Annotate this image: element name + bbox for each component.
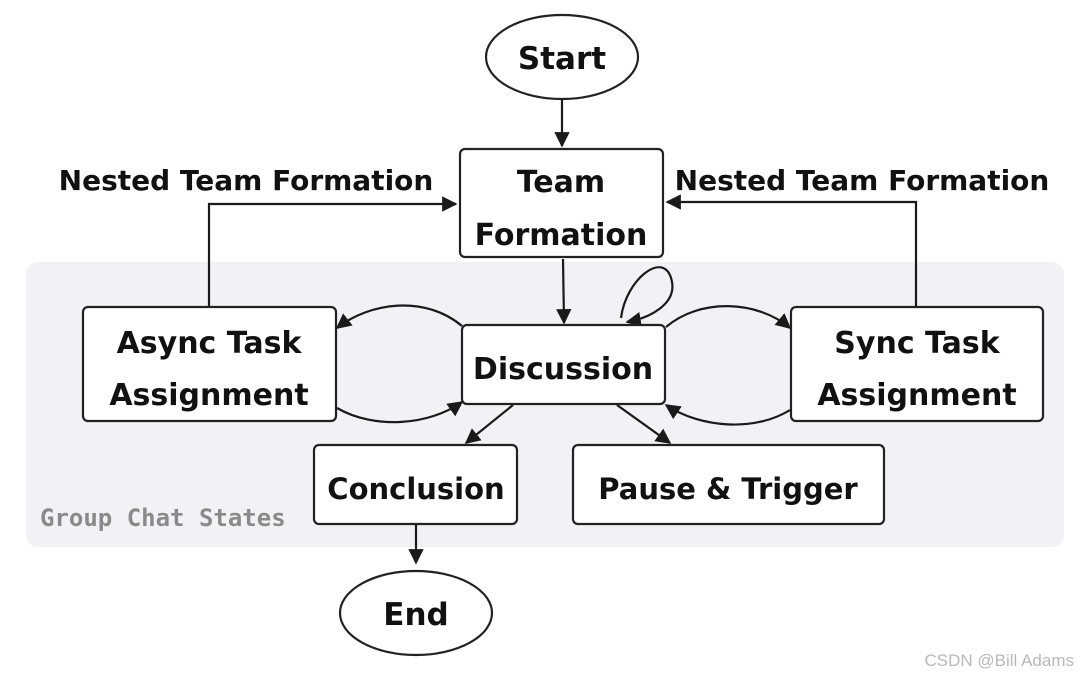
edge-discussion-to-async (335, 304, 463, 329)
group-chat-states-label: Group Chat States (40, 504, 286, 532)
end-label: End (383, 597, 448, 633)
sync-task-label-line2: Assignment (817, 378, 1016, 413)
nested-team-formation-left-label: Nested Team Formation (59, 164, 434, 197)
edge-discussion-to-sync (665, 305, 792, 329)
discussion-label: Discussion (473, 352, 653, 387)
edge-sync-nested-formation (665, 194, 918, 306)
team-formation-node: Team Formation (458, 147, 665, 259)
conclusion-node: Conclusion (312, 443, 519, 526)
team-formation-label-line2: Formation (475, 218, 648, 253)
edge-team-to-discussion (556, 258, 572, 325)
start-node: Start (484, 13, 640, 101)
nested-team-formation-right-label: Nested Team Formation (675, 164, 1050, 197)
async-task-label-line2: Assignment (109, 378, 308, 413)
pause-trigger-label: Pause & Trigger (598, 472, 858, 506)
edge-discussion-to-conclusion (464, 404, 514, 444)
conclusion-label: Conclusion (327, 472, 504, 506)
edge-sync-to-discussion (664, 404, 791, 426)
edge-async-to-discussion (336, 401, 464, 424)
edge-discussion-self-loop (619, 266, 674, 328)
start-label: Start (518, 41, 606, 77)
pause-trigger-node: Pause & Trigger (571, 443, 886, 526)
team-formation-label-line1: Team (517, 165, 605, 200)
sync-task-node: Sync Task Assignment (789, 305, 1045, 423)
edge-discussion-to-pause (616, 404, 672, 444)
sync-task-label-line1: Sync Task (834, 326, 1000, 361)
end-node: End (338, 569, 494, 657)
async-task-node: Async Task Assignment (81, 305, 338, 423)
csdn-watermark: CSDN @Bill Adams (924, 651, 1074, 670)
edge-async-nested-formation (207, 196, 458, 306)
discussion-node: Discussion (460, 323, 667, 406)
async-task-label-line1: Async Task (117, 326, 303, 361)
